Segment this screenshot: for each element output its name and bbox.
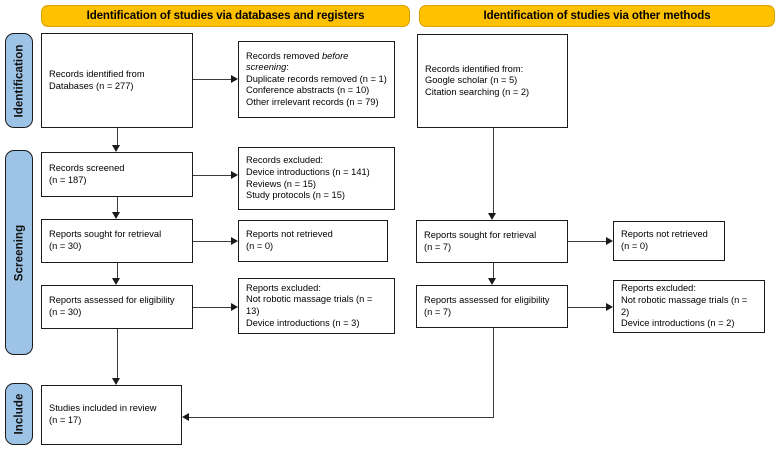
box-records-excluded-text: Records excluded:Device introductions (n…: [246, 155, 370, 201]
box-records-identified-other-text: Records identified from:Google scholar (…: [425, 63, 530, 97]
box-reports-excluded-right: Reports excluded:Not robotic massage tri…: [613, 280, 765, 333]
connector-sought-to-notretrieved-left: [193, 241, 231, 242]
stage-tab-screening-label: Screening: [13, 224, 26, 281]
arrowhead-screened-to-sought: [112, 212, 120, 219]
connector-sought-to-assessed-right: [493, 263, 494, 278]
connector-screened-to-excluded: [193, 175, 231, 176]
banner-other-methods-label: Identification of studies via other meth…: [483, 10, 711, 22]
connector-sought-to-notretrieved-right: [568, 241, 606, 242]
connector-identified-to-screened: [117, 128, 118, 145]
connector-assessed-to-included: [117, 329, 118, 378]
box-records-excluded: Records excluded:Device introductions (n…: [238, 147, 395, 210]
arrowhead-sought-to-notretrieved-right: [606, 237, 613, 245]
box-reports-not-retrieved-right-text: Reports not retrieved(n = 0): [621, 229, 708, 251]
arrowhead-identified-to-screened: [112, 145, 120, 152]
box-reports-assessed-left-text: Reports assessed for eligibility(n = 30): [49, 295, 175, 317]
banner-databases-registers: Identification of studies via databases …: [41, 5, 410, 27]
stage-tab-identification: Identification: [5, 33, 33, 128]
box-reports-sought-left-text: Reports sought for retrieval(n = 30): [49, 229, 162, 251]
stage-tab-include-label: Include: [13, 393, 25, 435]
box-reports-not-retrieved-left: Reports not retrieved(n = 0): [238, 220, 388, 262]
arrowhead-right-to-included: [182, 413, 189, 421]
connector-screened-to-sought: [117, 197, 118, 212]
arrowhead-assessed-to-excluded-right: [606, 303, 613, 311]
box-reports-not-retrieved-right: Reports not retrieved(n = 0): [613, 221, 725, 261]
box-studies-included-text: Studies included in review(n = 17): [49, 403, 157, 425]
connector-identified-to-sought-right: [493, 128, 494, 213]
box-reports-excluded-left-text: Reports excluded:Not robotic massage tri…: [246, 282, 375, 328]
stage-tab-screening: Screening: [5, 150, 33, 355]
box-records-identified-other: Records identified from:Google scholar (…: [417, 34, 568, 128]
arrowhead-identified-to-removed: [231, 75, 238, 83]
box-reports-sought-right: Reports sought for retrieval(n = 7): [416, 220, 568, 263]
box-reports-sought-left: Reports sought for retrieval(n = 30): [41, 219, 193, 263]
arrowhead-screened-to-excluded: [231, 171, 238, 179]
connector-right-assessed-down-to-included: [493, 328, 494, 418]
box-reports-assessed-right: Reports assessed for eligibility(n = 7): [416, 285, 568, 328]
box-studies-included: Studies included in review(n = 17): [41, 385, 182, 445]
box-reports-not-retrieved-left-text: Reports not retrieved(n = 0): [246, 229, 333, 251]
banner-databases-registers-label: Identification of studies via databases …: [86, 10, 365, 22]
banner-other-methods: Identification of studies via other meth…: [419, 5, 775, 27]
arrowhead-sought-to-assessed-left: [112, 278, 120, 285]
connector-right-to-included-horizontal: [189, 417, 494, 418]
arrowhead-assessed-to-excluded-left: [231, 303, 238, 311]
box-reports-assessed-left: Reports assessed for eligibility(n = 30): [41, 285, 193, 329]
arrowhead-identified-to-sought-right: [488, 213, 496, 220]
connector-sought-to-assessed-left: [117, 263, 118, 278]
box-records-screened: Records screened(n = 187): [41, 152, 193, 197]
box-reports-assessed-right-text: Reports assessed for eligibility(n = 7): [424, 294, 550, 317]
stage-tab-identification-label: Identification: [13, 44, 25, 117]
connector-identified-to-removed: [193, 79, 231, 80]
arrowhead-sought-to-assessed-right: [488, 278, 496, 285]
box-reports-sought-right-text: Reports sought for retrieval(n = 7): [424, 229, 537, 252]
box-reports-excluded-right-text: Reports excluded:Not robotic massage tri…: [621, 283, 750, 329]
arrowhead-assessed-to-included: [112, 378, 120, 385]
box-records-screened-text: Records screened(n = 187): [49, 162, 125, 185]
connector-assessed-to-excluded-left: [193, 307, 231, 308]
box-reports-excluded-left: Reports excluded:Not robotic massage tri…: [238, 278, 395, 334]
connector-assessed-to-excluded-right: [568, 307, 606, 308]
arrowhead-sought-to-notretrieved-left: [231, 237, 238, 245]
stage-tab-include: Include: [5, 383, 33, 445]
